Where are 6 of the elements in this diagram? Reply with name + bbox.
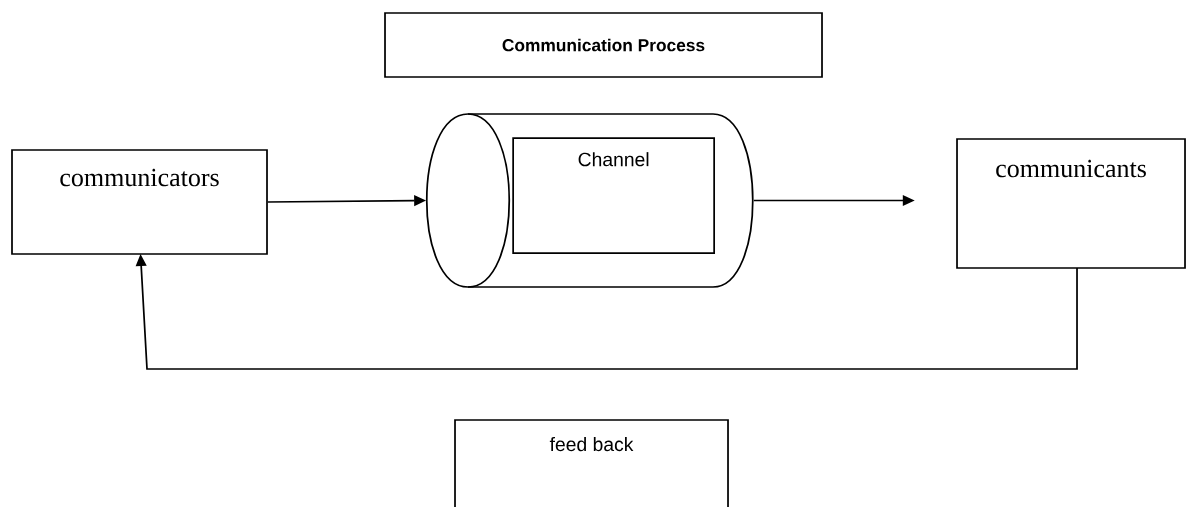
- title-box: Communication Process: [384, 12, 823, 78]
- process-box: feed back: [454, 419, 729, 507]
- process-box: Channel: [512, 137, 715, 254]
- process-box: communicants: [956, 138, 1186, 269]
- cylinder: [425, 113, 754, 288]
- process-box: communicators: [11, 149, 268, 255]
